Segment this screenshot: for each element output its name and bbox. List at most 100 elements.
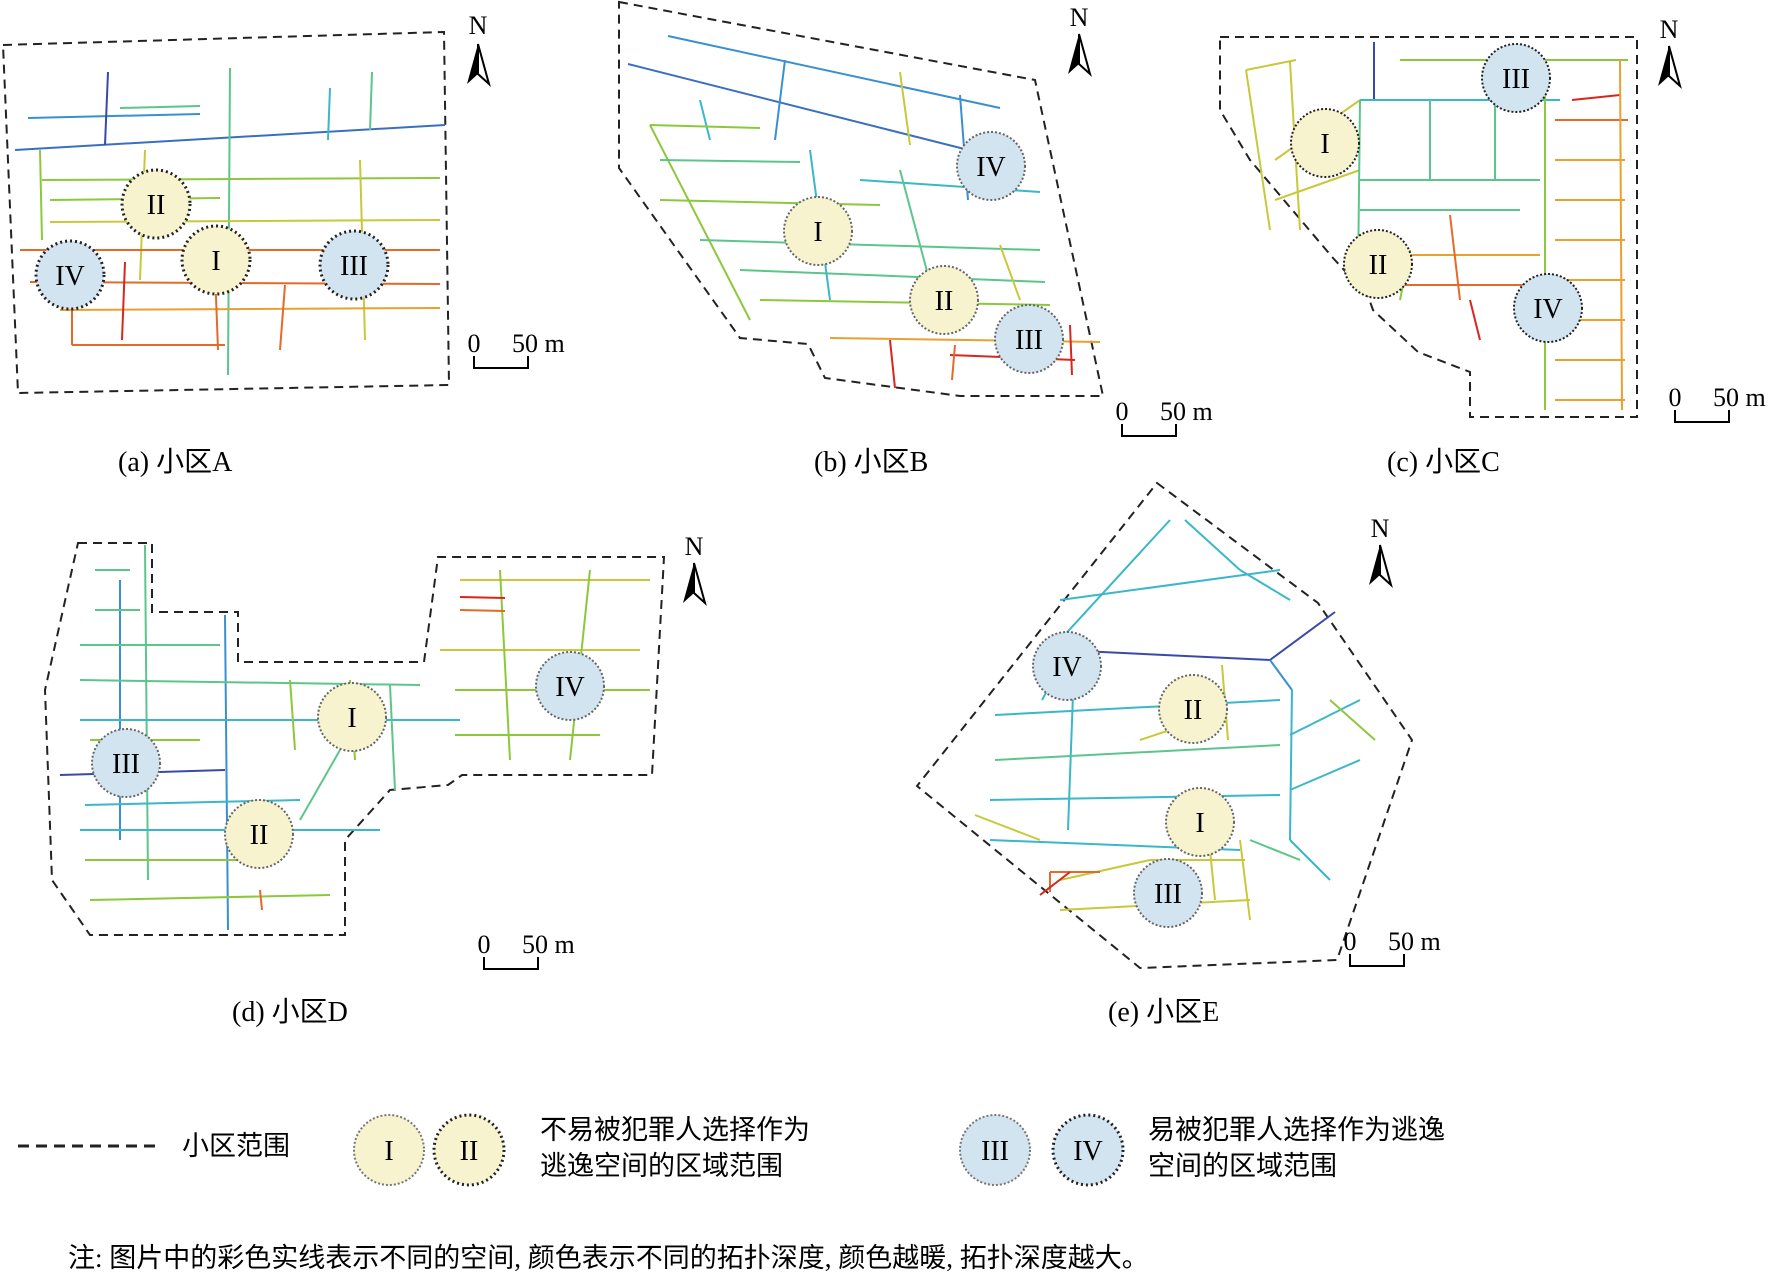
svg-text:N: N xyxy=(1371,514,1390,543)
svg-text:II: II xyxy=(460,1136,479,1167)
panel-b-caption: (b) 小区B xyxy=(814,447,929,478)
legend-escape-zone-line1: 易被犯罪人选择作为逃逸 xyxy=(1148,1115,1445,1145)
svg-text:I: I xyxy=(384,1136,393,1167)
panel-b-boundary xyxy=(618,0,1105,397)
panel-e-zone-iii-label: III xyxy=(1154,879,1182,910)
panel-e-zone-i-label: I xyxy=(1195,808,1204,839)
panel-d-scale-bar: 0 50 m xyxy=(478,930,575,970)
panel-d-space-lines xyxy=(59,544,650,931)
panel-b-map: I II III IV N 0 50 m xyxy=(618,0,1213,437)
svg-text:0: 0 xyxy=(1116,397,1129,426)
panel-e-zone-iii: III xyxy=(1133,858,1203,928)
panel-c-zone-iii-label: III xyxy=(1502,64,1530,95)
panel-a-zone-iv-label: IV xyxy=(55,261,85,292)
panel-a-scale-bar: 0 50 m xyxy=(468,329,565,369)
panel-a-zone-iv: IV xyxy=(34,239,106,311)
svg-text:50 m: 50 m xyxy=(1388,927,1441,956)
legend-escape-zone-text: 易被犯罪人选择作为逃逸 空间的区域范围 xyxy=(1148,1112,1445,1184)
panel-d-zone-iii: III xyxy=(91,728,161,798)
panel-a-zone-i-label: I xyxy=(211,246,220,277)
panel-a-space-lines xyxy=(14,67,446,376)
panel-d-zone-i: I xyxy=(317,682,387,752)
legend-safe-zone-text: 不易被犯罪人选择作为 逃逸空间的区域范围 xyxy=(540,1112,810,1184)
legend-escape-zone-line2: 空间的区域范围 xyxy=(1148,1151,1337,1181)
legend-safe-zone-line2: 逃逸空间的区域范围 xyxy=(540,1151,783,1181)
panel-e-zone-iv-label: IV xyxy=(1052,652,1082,683)
legend-zone-i-swatch: I xyxy=(353,1114,425,1186)
panel-c-zone-iii: III xyxy=(1481,43,1551,113)
panel-c-boundary xyxy=(1219,36,1638,418)
svg-text:N: N xyxy=(1070,3,1089,32)
svg-text:50 m: 50 m xyxy=(1713,383,1766,412)
svg-text:IV: IV xyxy=(1073,1136,1103,1167)
panel-a-caption: (a) 小区A xyxy=(118,447,233,478)
panel-a-zone-ii-label: II xyxy=(147,190,166,221)
panel-d-zone-iv-label: IV xyxy=(555,672,585,703)
panel-d-zone-i-label: I xyxy=(347,703,356,734)
svg-text:50 m: 50 m xyxy=(1160,397,1213,426)
panel-c-zone-i-label: I xyxy=(1320,129,1329,160)
panel-a-map: I II III IV N 0 50 m xyxy=(1,11,565,395)
panel-b-zone-ii: II xyxy=(909,265,979,335)
panel-c-map: I II III IV N 0 50 m xyxy=(1219,15,1766,423)
svg-text:0: 0 xyxy=(468,329,481,358)
panel-b-zone-i-label: I xyxy=(813,217,822,248)
panel-d-north-arrow-icon: N xyxy=(682,532,706,604)
panel-c-zone-iv: IV xyxy=(1513,273,1583,343)
figure-note: 注: 图片中的彩色实线表示不同的空间, 颜色表示不同的拓扑深度, 颜色越暖, 拓… xyxy=(68,1243,1149,1273)
panel-b-zone-ii-label: II xyxy=(935,286,954,317)
panel-e-caption: (e) 小区E xyxy=(1108,997,1220,1028)
panel-a-boundary xyxy=(1,30,451,395)
panel-d-zone-iii-label: III xyxy=(112,749,140,780)
legend-boundary-label: 小区范围 xyxy=(182,1131,290,1161)
panel-a-zone-iii: III xyxy=(318,229,390,301)
svg-text:0: 0 xyxy=(1669,383,1682,412)
svg-text:N: N xyxy=(685,532,704,561)
panel-a-zone-i: I xyxy=(180,224,252,296)
panel-d-map: I II III IV N 0 50 m xyxy=(43,532,706,970)
panel-e-zone-ii: II xyxy=(1158,674,1228,744)
svg-text:0: 0 xyxy=(478,930,491,959)
panel-c-zone-i: I xyxy=(1290,108,1360,178)
panel-d-boundary xyxy=(43,542,666,936)
legend-zone-iv-swatch: IV xyxy=(1051,1113,1125,1187)
legend-zone-ii-swatch: II xyxy=(432,1113,506,1187)
panel-b-north-arrow-icon: N xyxy=(1067,3,1091,75)
panel-e-boundary xyxy=(915,481,1414,970)
panel-c-north-arrow-icon: N xyxy=(1657,15,1681,87)
panel-e-zone-i: I xyxy=(1165,787,1235,857)
panel-b-zone-i: I xyxy=(783,196,853,266)
svg-text:N: N xyxy=(469,11,488,40)
svg-text:0: 0 xyxy=(1344,927,1357,956)
panel-b-zone-iii: III xyxy=(994,304,1064,374)
panel-c-zone-iv-label: IV xyxy=(1533,294,1563,325)
panel-e-zone-iv: IV xyxy=(1032,631,1102,701)
panel-c-zone-ii-label: II xyxy=(1369,250,1388,281)
panel-e-north-arrow-icon: N xyxy=(1368,514,1392,586)
panel-e-scale-bar: 0 50 m xyxy=(1344,927,1441,967)
panel-d-zone-ii: II xyxy=(224,799,294,869)
panel-c-space-lines xyxy=(1245,42,1628,411)
legend: I II III IV xyxy=(18,1113,1125,1187)
panel-a-zone-iii-label: III xyxy=(340,251,368,282)
panel-d-zone-iv: IV xyxy=(535,651,605,721)
panel-b-zone-iv: IV xyxy=(956,131,1026,201)
svg-text:50 m: 50 m xyxy=(512,329,565,358)
svg-text:N: N xyxy=(1660,15,1679,44)
panel-e-zone-ii-label: II xyxy=(1184,695,1203,726)
svg-text:50 m: 50 m xyxy=(522,930,575,959)
panel-c-zone-ii: II xyxy=(1343,229,1413,299)
legend-safe-zone-line1: 不易被犯罪人选择作为 xyxy=(540,1115,810,1145)
svg-text:III: III xyxy=(981,1136,1009,1167)
panel-d-caption: (d) 小区D xyxy=(232,997,348,1028)
panel-a-north-arrow-icon: N xyxy=(466,11,490,85)
panel-c-scale-bar: 0 50 m xyxy=(1669,383,1766,423)
panel-b-scale-bar: 0 50 m xyxy=(1116,397,1213,437)
legend-zone-iii-swatch: III xyxy=(959,1114,1031,1186)
panel-a-zone-ii: II xyxy=(120,168,192,240)
panel-c-caption: (c) 小区C xyxy=(1387,447,1500,478)
panel-b-zone-iii-label: III xyxy=(1015,325,1043,356)
panel-e-map: I II III IV N 0 50 m xyxy=(915,481,1441,970)
panel-b-zone-iv-label: IV xyxy=(976,152,1006,183)
